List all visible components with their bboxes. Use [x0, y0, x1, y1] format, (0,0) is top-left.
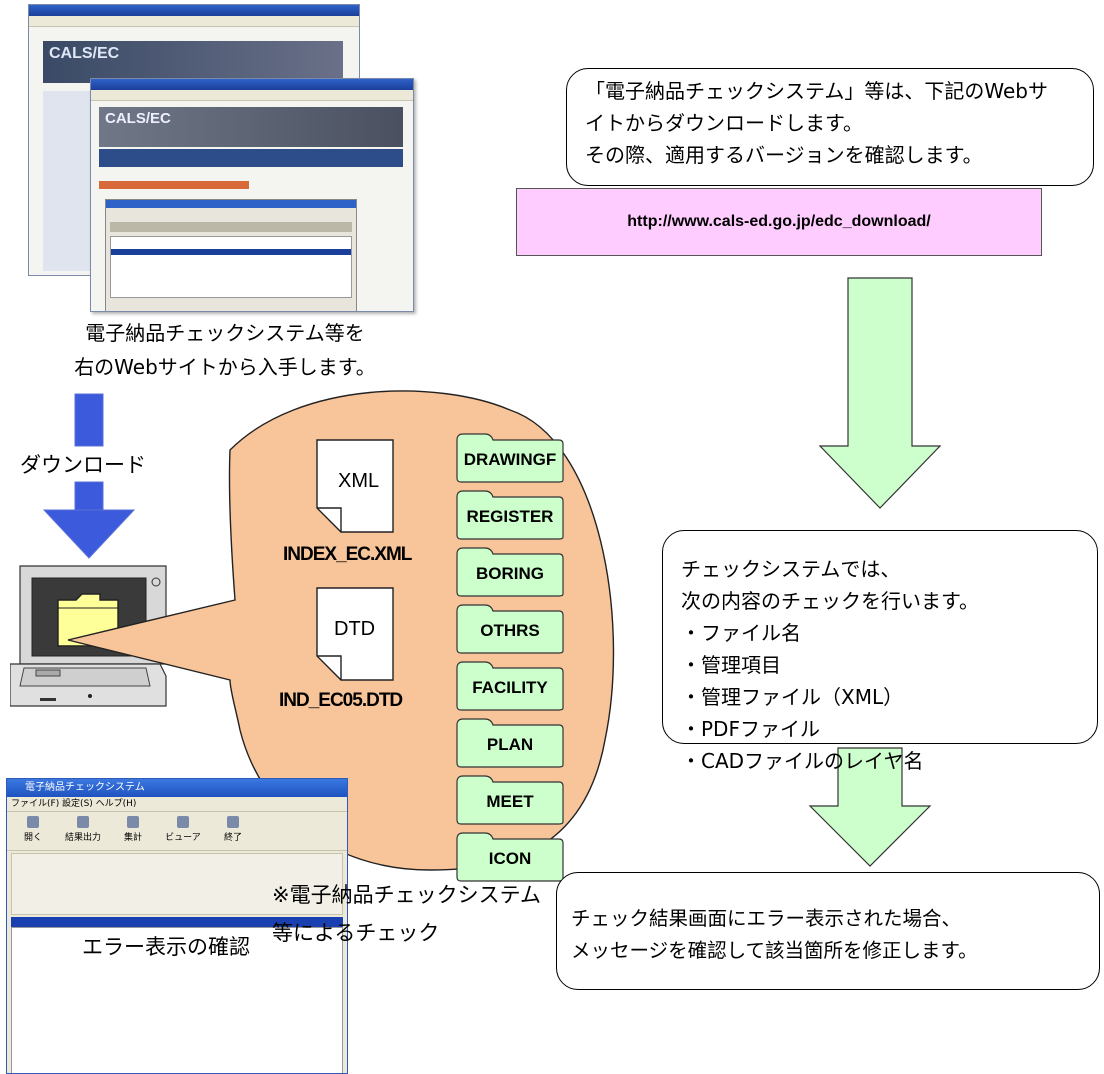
check-item: ・ファイル名 — [681, 621, 801, 645]
folder-label: BORING — [476, 564, 544, 583]
toolbar-icon — [227, 816, 239, 828]
toolbar-button[interactable]: 開く — [13, 814, 53, 848]
error-check-label: エラー表示の確認 — [82, 935, 250, 959]
folder-label: DRAWINGF — [463, 450, 557, 469]
cals-ec-logo-back: CALS/EC — [49, 45, 120, 62]
checker-app-menu: ファイル(F) 設定(S) ヘルプ(H) — [7, 797, 347, 812]
check-items-list: ・ファイル名 ・管理項目 ・管理ファイル（XML） ・PDFファイル ・CADフ… — [681, 617, 1087, 777]
toolbar-button[interactable]: 結果出力 — [63, 814, 103, 848]
folder-label: MEET — [486, 792, 534, 811]
folder-icon — [456, 775, 564, 825]
folder-label: PLAN — [486, 735, 534, 754]
download-callout-line-1: 「電子納品チェックシステム」等は、下記のWebサ — [585, 79, 1049, 103]
checker-app-toolbar: 開く 結果出力 集計 ビューア 終了 — [7, 812, 347, 851]
toolbar-button[interactable]: 集計 — [113, 814, 153, 848]
download-callout: 「電子納品チェックシステム」等は、下記のWebサ イトからダウンロードします。 … — [566, 68, 1094, 186]
folder-label: OTHRS — [480, 621, 540, 640]
checker-app-window: 電子納品チェックシステム ファイル(F) 設定(S) ヘルプ(H) 開く 結果出力… — [6, 778, 348, 1074]
folder-icon — [456, 490, 564, 540]
cals-ec-logo-front: CALS/EC — [105, 110, 171, 127]
toolbar-button-label: ビューア — [165, 833, 201, 843]
folder-label: FACILITY — [472, 678, 548, 697]
download-callout-line-2: イトからダウンロードします。 — [585, 111, 863, 135]
folder-icon — [456, 604, 564, 654]
toolbar-button[interactable]: 終了 — [213, 814, 253, 848]
check-callout-line-2: 次の内容のチェックを行います。 — [681, 589, 979, 613]
screenshot-caption-line-2: 右のWebサイトから入手します。 — [74, 355, 376, 379]
check-note: ※電子納品チェックシステム 等によるチェック — [272, 876, 541, 952]
checker-app-title: 電子納品チェックシステム — [7, 779, 347, 797]
toolbar-button[interactable]: ビューア — [163, 814, 203, 848]
folder-icon — [456, 832, 564, 882]
folder-label: ICON — [488, 849, 532, 868]
check-item: ・管理ファイル（XML） — [681, 685, 904, 709]
check-item: ・PDFファイル — [681, 717, 820, 741]
toolbar-icon — [127, 816, 139, 828]
check-note-line-2: 等によるチェック — [272, 921, 440, 945]
toolbar-button-label: 開く — [23, 833, 42, 843]
result-callout-line-1: チェック結果画面にエラー表示された場合、 — [571, 907, 962, 930]
dtd-file-ext: DTD — [334, 618, 376, 640]
toolbar-button-label: 終了 — [223, 833, 242, 843]
screenshot-caption-line-1: 電子納品チェックシステム等を — [85, 321, 365, 345]
dtd-file-icon — [316, 587, 394, 681]
result-callout: チェック結果画面にエラー表示された場合、 メッセージを確認して該当箇所を修正しま… — [556, 872, 1100, 990]
download-callout-line-3: その際、適用するバージョンを確認します。 — [585, 143, 983, 167]
folder-label: REGISTER — [466, 507, 554, 526]
screenshot-caption: 電子納品チェックシステム等を 右のWebサイトから入手します。 — [70, 316, 380, 384]
folder-icon — [456, 661, 564, 711]
result-callout-line-2: メッセージを確認して該当箇所を修正します。 — [571, 939, 978, 962]
check-callout: チェックシステムでは、 次の内容のチェックを行います。 ・ファイル名 ・管理項目… — [662, 530, 1098, 773]
check-item: ・CADファイルのレイヤ名 — [681, 749, 924, 773]
download-url[interactable]: http://www.cals-ed.go.jp/edc_download/ — [627, 213, 931, 230]
xml-file-icon — [316, 439, 394, 533]
toolbar-icon — [177, 816, 189, 828]
flow-arrow-2 — [808, 747, 932, 867]
download-label: ダウンロード — [20, 450, 170, 480]
check-item: ・管理項目 — [681, 653, 781, 677]
download-arrow — [42, 393, 136, 559]
toolbar-button-label: 結果出力 — [64, 833, 101, 843]
toolbar-button-label: 集計 — [123, 833, 142, 843]
toolbar-icon — [27, 816, 39, 828]
folder-icon — [456, 547, 564, 597]
xml-file-name: INDEX_EC.XML — [283, 544, 412, 565]
check-callout-line-1: チェックシステムでは、 — [681, 557, 901, 581]
check-note-line-1: ※電子納品チェックシステム — [272, 883, 541, 907]
browser-screenshot-front: CALS/EC — [90, 78, 414, 312]
flow-arrow-1 — [818, 277, 942, 509]
url-box: http://www.cals-ed.go.jp/edc_download/ — [516, 188, 1042, 256]
folder-icon — [456, 433, 564, 483]
folder-icon — [456, 718, 564, 768]
toolbar-icon — [77, 816, 89, 828]
dtd-file-name: IND_EC05.DTD — [279, 690, 403, 711]
xml-file-ext: XML — [338, 470, 380, 492]
